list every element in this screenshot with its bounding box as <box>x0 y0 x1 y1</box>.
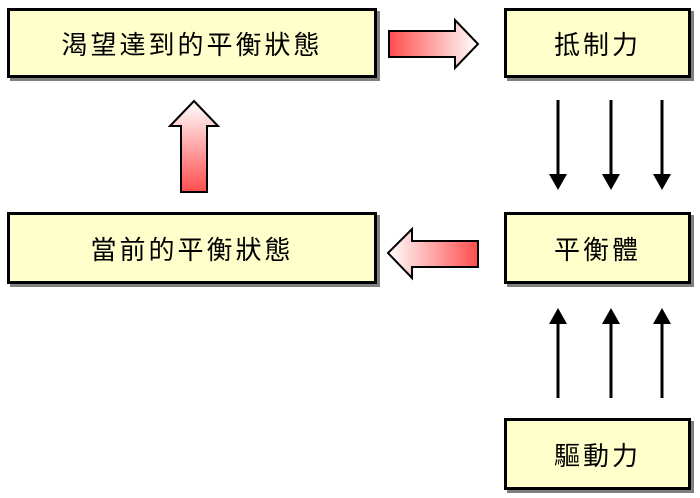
resisting-force-box: 抵制力 <box>504 8 691 78</box>
desired-equilibrium-label: 渴望達到的平衡狀態 <box>61 30 323 61</box>
up-arrow <box>653 308 671 398</box>
current-equilibrium-box: 當前的平衡狀態 <box>7 212 377 284</box>
down-arrow <box>549 100 567 190</box>
resisting-force-arrows <box>549 100 671 190</box>
desired-equilibrium-box: 渴望達到的平衡狀態 <box>7 8 377 78</box>
block-arrow-up <box>167 99 221 193</box>
driving-force-label: 驅動力 <box>553 441 641 472</box>
equilibrium-body-label: 平衡體 <box>553 235 641 266</box>
block-arrow-right <box>388 17 480 71</box>
down-arrow <box>602 100 620 190</box>
driving-force-box: 驅動力 <box>504 418 691 490</box>
driving-force-arrows <box>549 308 671 398</box>
equilibrium-body-box: 平衡體 <box>504 212 691 284</box>
resisting-force-label: 抵制力 <box>553 30 641 61</box>
up-arrow <box>602 308 620 398</box>
current-equilibrium-label: 當前的平衡狀態 <box>90 235 294 266</box>
block-arrow-left <box>386 226 479 281</box>
up-arrow <box>549 308 567 398</box>
down-arrow <box>653 100 671 190</box>
